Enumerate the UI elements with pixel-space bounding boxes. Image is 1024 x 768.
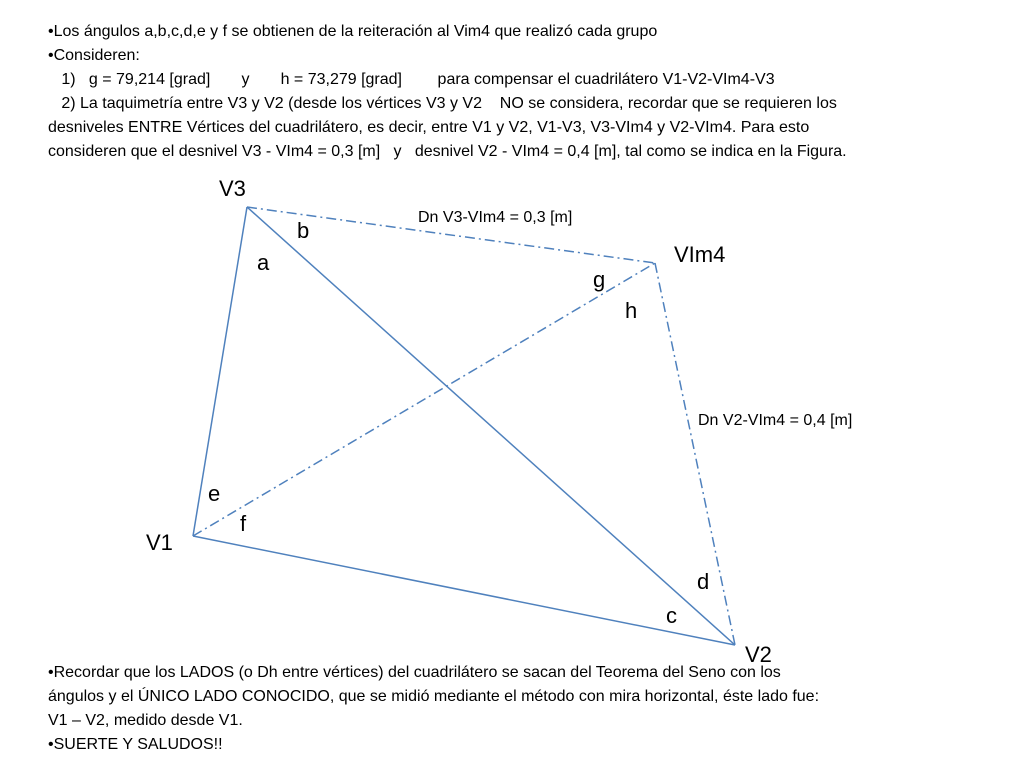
note-line-v1-v2: V1 – V2, medido desde V1. xyxy=(48,712,243,729)
note-line-taquimetria: 2) La taquimetría entre V3 y V2 (desde l… xyxy=(48,95,837,112)
angle-label-c: c xyxy=(666,603,677,628)
note-line-angles-source: •Los ángulos a,b,c,d,e y f se obtienen d… xyxy=(48,23,658,40)
vertex-label-v2: V2 xyxy=(745,642,772,667)
dn-label-v2-vim4: Dn V2-VIm4 = 0,4 [m] xyxy=(698,412,852,429)
top-notes: •Los ángulos a,b,c,d,e y f se obtienen d… xyxy=(48,20,1008,164)
vertex-label-vim4: VIm4 xyxy=(674,242,725,267)
angle-label-d: d xyxy=(697,569,709,594)
side-v1-v3 xyxy=(192,206,248,537)
note-line-desniveles: desniveles ENTRE Vértices del cuadriláte… xyxy=(48,119,810,136)
note-line-consider: •Consideren: xyxy=(48,47,140,64)
side-v1-v2 xyxy=(192,535,736,646)
note-line-lados: •Recordar que los LADOS (o Dh entre vért… xyxy=(48,664,781,681)
vertex-label-v1: V1 xyxy=(146,530,173,555)
vertex-label-v3: V3 xyxy=(219,176,246,201)
note-line-suerte: •SUERTE Y SALUDOS!! xyxy=(48,736,223,753)
diagonal-v3-v2 xyxy=(246,206,736,646)
angle-label-e: e xyxy=(208,481,220,506)
angle-label-h: h xyxy=(625,298,637,323)
angle-label-b: b xyxy=(297,218,309,243)
dn-label-v3-vim4: Dn V3-VIm4 = 0,3 [m] xyxy=(418,209,572,226)
angle-label-g: g xyxy=(593,267,605,292)
note-line-desnivel-values: consideren que el desnivel V3 - VIm4 = 0… xyxy=(48,143,847,160)
side-v3-vim4 xyxy=(246,206,656,264)
side-vim4-v2 xyxy=(654,262,736,646)
angle-label-a: a xyxy=(257,250,270,275)
note-line-g-h-values: 1) g = 79,214 [grad] y h = 73,279 [grad]… xyxy=(48,71,775,88)
angle-label-f: f xyxy=(240,511,247,536)
diagonal-v1-vim4 xyxy=(192,262,656,537)
bottom-notes: •Recordar que los LADOS (o Dh entre vért… xyxy=(48,661,1008,757)
note-line-unico-lado: ángulos y el ÚNICO LADO CONOCIDO, que se… xyxy=(48,688,820,705)
